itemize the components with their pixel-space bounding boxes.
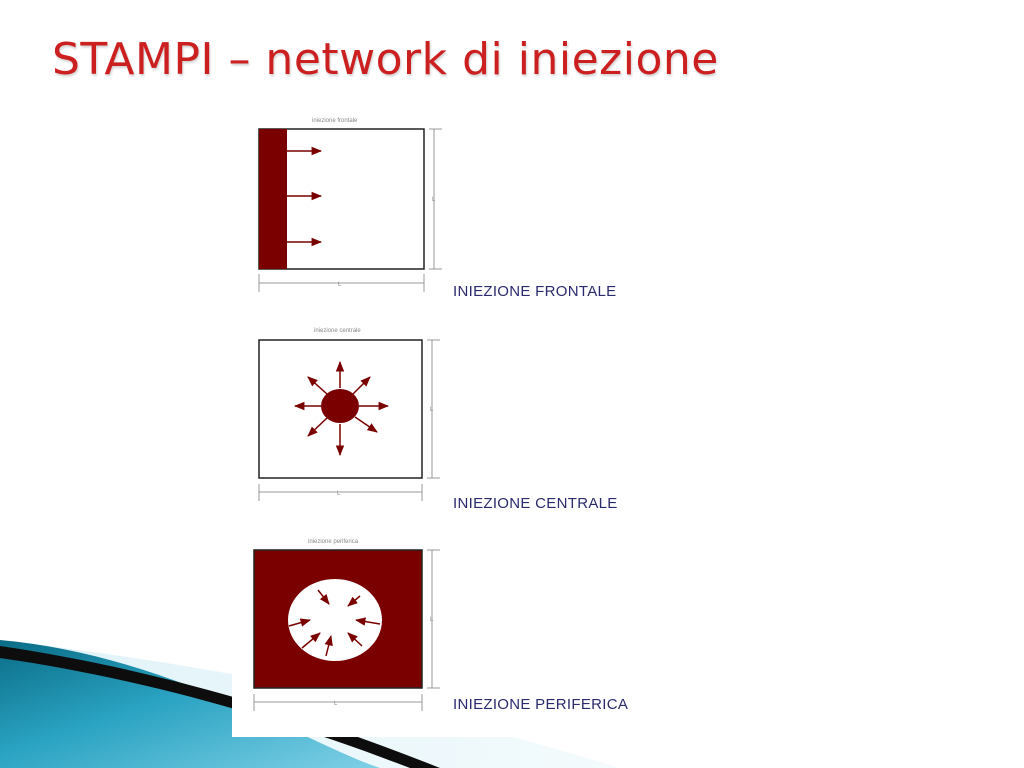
dimension-label: L bbox=[338, 282, 342, 288]
flow-arrow bbox=[307, 376, 328, 395]
dimension-height bbox=[427, 339, 440, 479]
flow-arrow bbox=[288, 618, 312, 627]
injection-diagram-svg: iniezione frontale L bbox=[253, 118, 442, 711]
panel-caption: iniezione frontale bbox=[312, 118, 358, 124]
flow-arrow bbox=[352, 376, 371, 395]
dimension-width bbox=[253, 694, 423, 711]
slide-title: STAMPI – network di iniezione bbox=[52, 34, 719, 85]
dimension-label: L bbox=[430, 407, 434, 413]
flow-arrow bbox=[347, 595, 361, 607]
unfilled-region bbox=[288, 579, 382, 661]
flow-arrow bbox=[307, 417, 328, 437]
dimension-label: L bbox=[432, 197, 436, 203]
flow-arrow bbox=[354, 416, 378, 433]
panel-caption: iniezione periferica bbox=[308, 539, 359, 545]
dimension-width bbox=[258, 274, 425, 292]
label-central-injection: INIEZIONE CENTRALE bbox=[453, 495, 618, 512]
dimension-label: L bbox=[430, 617, 434, 623]
panel-frontal: iniezione frontale L bbox=[258, 118, 442, 292]
injection-diagram: iniezione frontale L bbox=[232, 112, 682, 737]
flow-arrow bbox=[301, 632, 321, 649]
dimension-label: L bbox=[334, 701, 338, 707]
label-frontal-injection: INIEZIONE FRONTALE bbox=[453, 283, 617, 300]
dimension-height bbox=[429, 128, 442, 270]
panel-caption: iniezione centrale bbox=[314, 328, 361, 334]
injection-point bbox=[321, 389, 359, 423]
flow-arrow bbox=[347, 632, 363, 647]
dimension-width bbox=[258, 484, 423, 501]
label-peripheral-injection: INIEZIONE PERIFERICA bbox=[453, 696, 629, 713]
dimension-height bbox=[427, 549, 440, 689]
flow-arrow bbox=[317, 589, 330, 605]
flow-arrow bbox=[324, 634, 333, 657]
panel-central: iniezione centrale L bbox=[258, 328, 440, 501]
injection-front-bar bbox=[259, 129, 287, 269]
dimension-label: L bbox=[337, 491, 341, 497]
flow-arrow bbox=[354, 617, 381, 626]
panel-peripheral: iniezione periferica L bbox=[253, 539, 440, 711]
swoosh-black bbox=[0, 646, 440, 768]
